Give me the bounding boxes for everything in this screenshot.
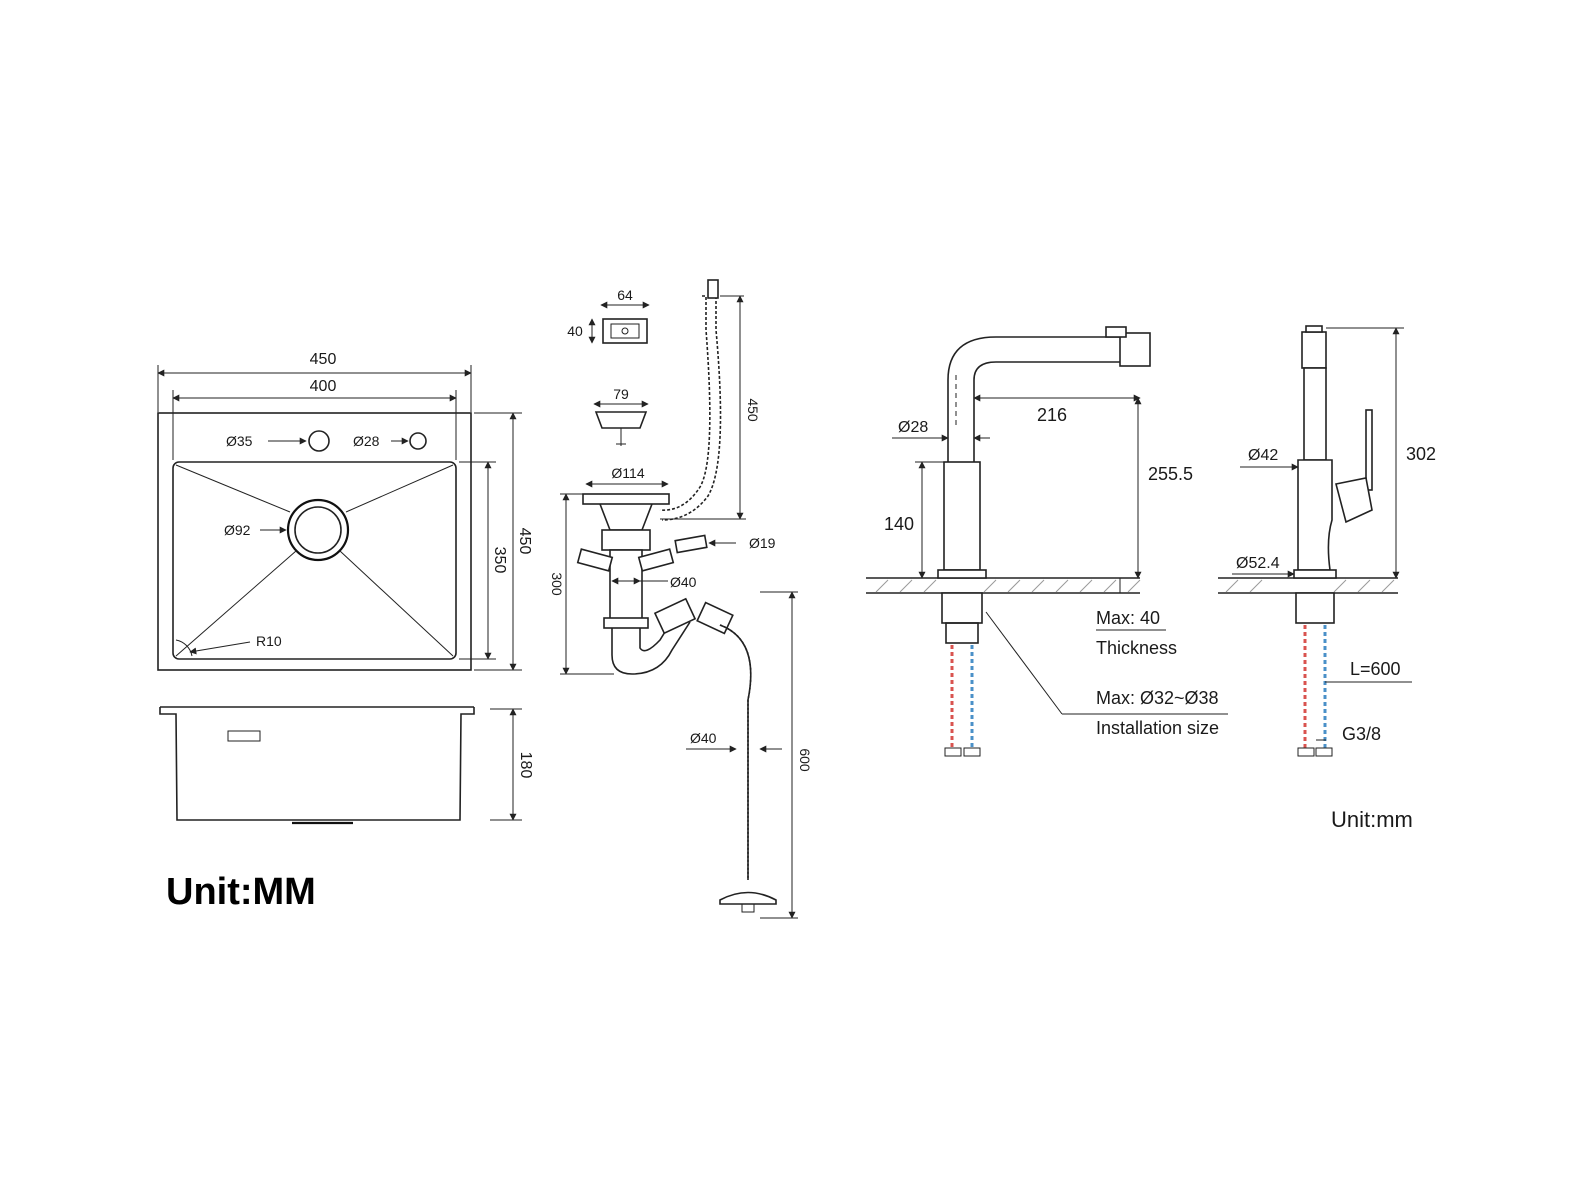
faucet-tube-diameter: Ø28 [898, 419, 928, 436]
unit-label-left: Unit:MM [166, 871, 316, 913]
drain-kit: 64 40 79 Ø114 Ø19 Ø40 [549, 279, 813, 919]
hose-diameter: Ø40 [690, 730, 717, 746]
max-thickness: Max: 40 [1096, 608, 1160, 628]
radius-label: R10 [256, 633, 282, 649]
installation-label: Installation size [1096, 718, 1219, 738]
faucet-total-height: 302 [1406, 444, 1436, 464]
basket-diameter: 79 [613, 386, 629, 402]
thread-label: G3/8 [1342, 724, 1381, 744]
faucet-reach: 216 [1037, 405, 1067, 425]
sink-overall-depth: 450 [516, 528, 533, 555]
sink-top-view: 450 400 450 350 Ø35 Ø28 Ø92 R10 [157, 351, 533, 671]
pipe-diameter: Ø40 [670, 574, 697, 590]
faucet-body-diameter: Ø42 [1248, 447, 1278, 464]
faucet-side-view: Ø42 Ø52.4 302 L=600 G3/8 [1218, 325, 1436, 757]
hole1-label: Ø35 [226, 433, 253, 449]
faucet-spout-height: 255.5 [1148, 464, 1193, 484]
overflow-hose-length: 450 [745, 398, 761, 422]
overflow-connector: Ø19 [749, 535, 776, 551]
sink-bowl-depth: 350 [491, 547, 508, 574]
trap-height: 300 [549, 572, 565, 596]
faucet-front-view: Ø28 216 255.5 140 Max: 40 Thickness Max:… [866, 326, 1228, 757]
hose-length-label: L=600 [1350, 659, 1401, 679]
faucet-body-height: 140 [884, 514, 914, 534]
unit-label-right: Unit:mm [1331, 807, 1413, 832]
sink-bowl-width: 400 [310, 378, 337, 395]
max-installation: Max: Ø32~Ø38 [1096, 688, 1219, 708]
overflow-width: 64 [617, 287, 633, 303]
strainer-diameter: Ø114 [611, 465, 644, 481]
faucet-base-diameter: Ø52.4 [1236, 555, 1280, 572]
sink-side-view: 180 [159, 706, 534, 825]
hole2-label: Ø28 [353, 433, 380, 449]
sink-overall-width: 450 [310, 351, 337, 368]
overflow-height: 40 [567, 323, 583, 339]
drain-label: Ø92 [224, 522, 251, 538]
sink-bowl-height: 180 [517, 752, 534, 779]
hose-length: 600 [797, 748, 813, 772]
thickness-label: Thickness [1096, 638, 1177, 658]
